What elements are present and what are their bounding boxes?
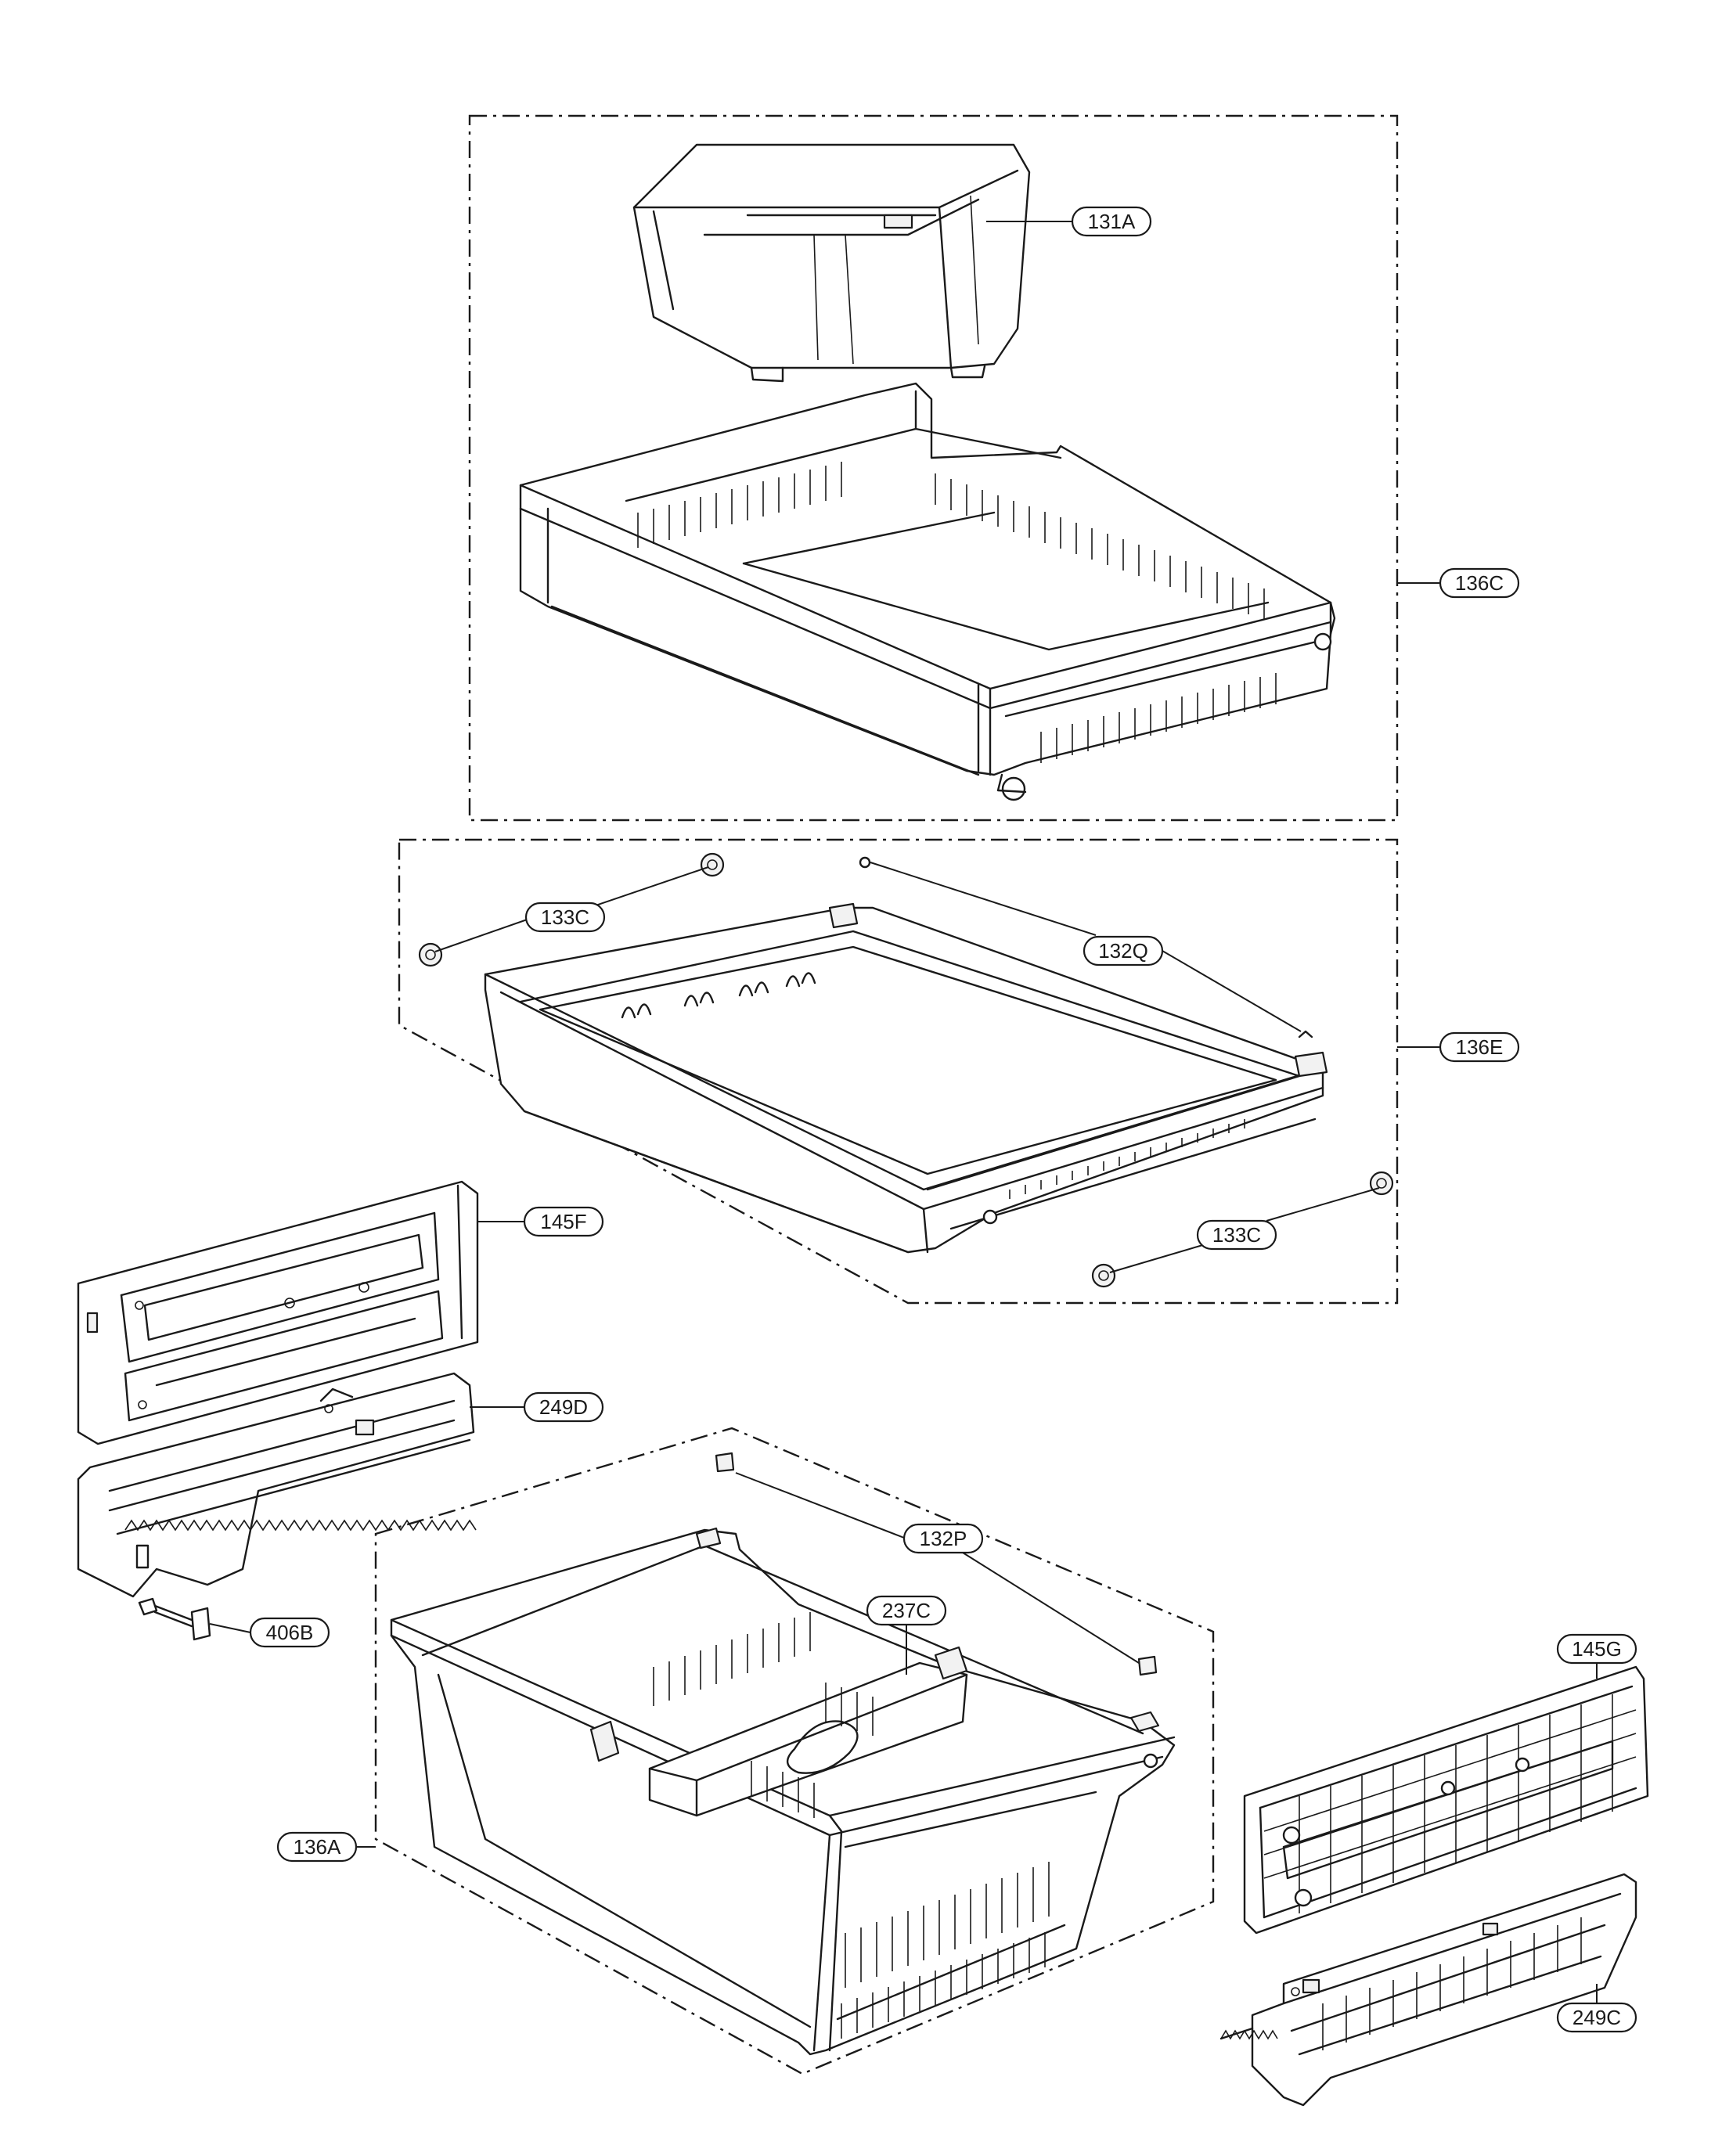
callout-249C-label: 249C <box>1572 2006 1621 2029</box>
group-136A-boundary <box>374 1427 1215 2075</box>
part-132P-pins <box>715 1452 1158 1676</box>
callout-133C-top-label: 133C <box>541 905 589 929</box>
part-131A-small-bin <box>632 143 1031 383</box>
callout-145G: 145G <box>1556 1633 1637 1665</box>
callout-136C: 136C <box>1439 567 1520 599</box>
part-145G-right-cover <box>1243 1665 1649 1935</box>
part-145F-left-cover <box>77 1180 479 1445</box>
callout-132P: 132P <box>902 1523 984 1554</box>
part-249D-left-rail <box>77 1372 477 1598</box>
callout-136E-label: 136E <box>1456 1035 1504 1059</box>
callout-237C-label: 237C <box>882 1599 931 1622</box>
part-249C-right-rail <box>1219 1873 1637 2107</box>
callout-145G-label: 145G <box>1572 1637 1622 1661</box>
callout-136C-label: 136C <box>1455 571 1504 595</box>
part-136E-crisper-frame <box>484 902 1328 1254</box>
callout-131A: 131A <box>1071 206 1152 237</box>
callout-237C: 237C <box>866 1595 947 1626</box>
callout-249D: 249D <box>523 1391 604 1423</box>
callout-132Q: 132Q <box>1083 935 1164 966</box>
callout-406B-label: 406B <box>266 1621 314 1644</box>
callout-145F: 145F <box>523 1206 604 1237</box>
callout-133C-bottom: 133C <box>1196 1219 1277 1251</box>
callout-136A-label: 136A <box>294 1835 341 1859</box>
part-136A-lower-basket <box>390 1527 1176 2056</box>
callout-249C: 249C <box>1556 2002 1637 2033</box>
callout-131A-label: 131A <box>1088 210 1136 233</box>
callout-136E: 136E <box>1439 1031 1520 1063</box>
callout-145F-label: 145F <box>540 1210 586 1233</box>
callout-133C-top: 133C <box>524 902 606 933</box>
part-133C-rollers <box>418 852 1394 1288</box>
callout-406B: 406B <box>249 1617 330 1648</box>
part-132Q-pins <box>859 856 1313 1038</box>
callout-249D-label: 249D <box>539 1395 588 1419</box>
group-136C-boundary <box>468 114 1399 822</box>
group-136E-boundary <box>398 838 1399 1305</box>
part-136C-upper-drawer <box>519 382 1336 801</box>
callout-133C-bottom-label: 133C <box>1212 1223 1261 1247</box>
leader-lines <box>209 221 1598 2003</box>
part-406B-switch <box>138 1597 211 1641</box>
callout-136A: 136A <box>276 1831 358 1863</box>
callout-132P-label: 132P <box>920 1527 967 1550</box>
callout-132Q-label: 132Q <box>1098 939 1148 963</box>
